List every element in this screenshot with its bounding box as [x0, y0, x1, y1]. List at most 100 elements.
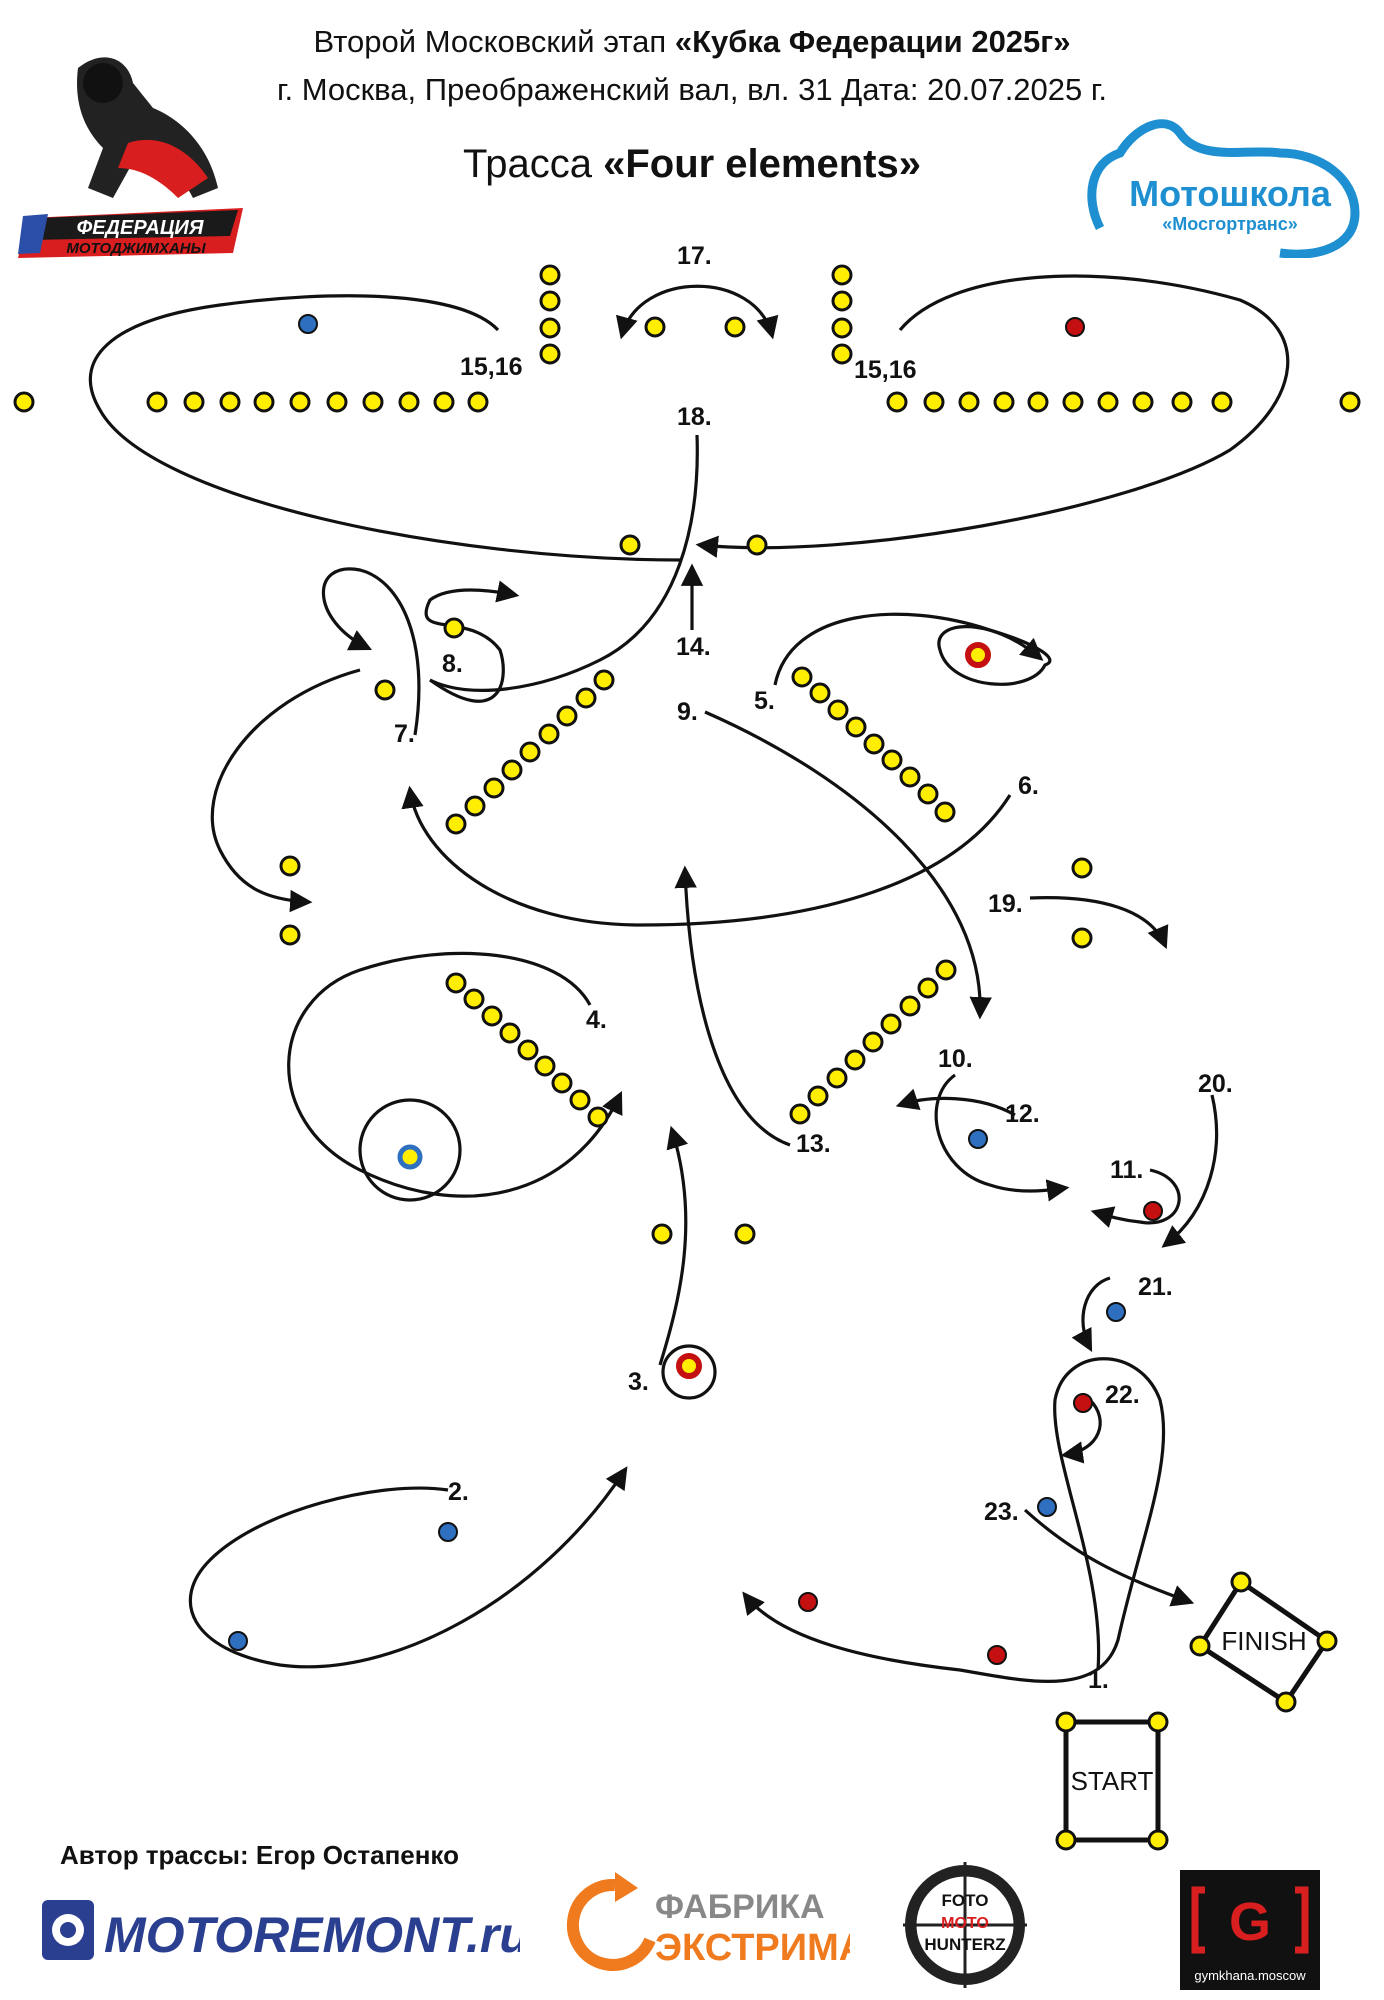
label-6: 6. — [1018, 772, 1039, 800]
cone-yellow — [146, 391, 168, 413]
cone-yellow — [844, 1049, 866, 1071]
label-11: 11. — [1110, 1156, 1143, 1184]
track-name-plain: Трасса — [463, 142, 604, 186]
cone-yellow — [539, 264, 561, 286]
cone-yellow — [1027, 391, 1049, 413]
cone-yellow — [445, 813, 467, 835]
start-label: START — [1071, 1766, 1154, 1796]
sponsor-motoremont-text: MOTOREMONT.ru — [104, 1907, 520, 1963]
label-19: 19. — [988, 890, 1023, 918]
sponsor-foto-line1: FOTO — [942, 1891, 989, 1910]
route-labels: 1. 2. 3. 4. 5. 6. 7. 8. 9. 10. 11. 12. 1… — [394, 242, 1233, 1694]
cone-yellow — [551, 1072, 573, 1094]
cone-blue — [298, 314, 318, 334]
cone-yellow — [1055, 1711, 1077, 1733]
cone-yellow — [935, 959, 957, 981]
cone-yellow — [789, 1103, 811, 1125]
red-cones — [661, 317, 1163, 1665]
cone-yellow — [593, 669, 615, 691]
route-13 — [674, 865, 791, 1147]
cone-yellow — [279, 924, 301, 946]
route-21 — [1071, 1276, 1111, 1352]
route-15-16-left-loop — [88, 294, 681, 562]
label-18: 18. — [677, 403, 712, 431]
cone-yellow — [826, 1067, 848, 1089]
label-13: 13. — [796, 1130, 831, 1158]
cone-blue — [1037, 1497, 1057, 1517]
label-17: 17. — [677, 242, 712, 270]
route-17-arc — [616, 284, 779, 340]
sponsor-motoremont-logo: MOTOREMONT.ru — [42, 1900, 520, 1963]
cone-yellow — [881, 749, 903, 771]
label-21: 21. — [1138, 1273, 1173, 1301]
label-15-16-left: 15,16 — [460, 353, 523, 381]
cone-yellow — [917, 977, 939, 999]
route-4-loop — [287, 951, 623, 1198]
route-4-inner-loop — [358, 1098, 462, 1202]
cone-yellow — [619, 534, 641, 556]
federation-logo-text: ФЕДЕРАЦИЯ — [77, 217, 204, 239]
cone-yellow — [499, 1022, 521, 1044]
label-4: 4. — [586, 1006, 607, 1034]
cone-yellow — [483, 777, 505, 799]
finish-label: FINISH — [1221, 1626, 1306, 1656]
cone-yellow — [1071, 857, 1093, 879]
cone-yellow — [326, 391, 348, 413]
sponsor-fabrika-line1: ФАБРИКА — [655, 1888, 825, 1926]
cone-yellow — [464, 795, 486, 817]
cone-blue — [968, 1129, 988, 1149]
cone-yellow — [587, 1106, 609, 1128]
cone-yellow — [923, 391, 945, 413]
cone-yellow — [1171, 391, 1193, 413]
cone-yellow — [644, 316, 666, 338]
cone-yellow — [831, 317, 853, 339]
cone-yellow — [13, 391, 35, 413]
label-23: 23. — [984, 1498, 1019, 1526]
cone-yellow — [863, 733, 885, 755]
event-title-plain: Второй Московский этап — [313, 24, 675, 59]
label-12: 12. — [1005, 1100, 1040, 1128]
cone-yellow — [831, 290, 853, 312]
cone-yellow — [1147, 1711, 1169, 1733]
label-15-16-right: 15,16 — [854, 356, 917, 384]
cone-yellow — [1071, 927, 1093, 949]
cone-yellow — [501, 759, 523, 781]
cone-yellow — [724, 316, 746, 338]
route-7-loop — [321, 567, 421, 736]
finish-zone: FINISH — [1189, 1571, 1338, 1713]
label-1: 1. — [1088, 1666, 1109, 1694]
cone-yellow — [809, 682, 831, 704]
target-cone-blue-yellow — [397, 1144, 423, 1170]
cone-yellow — [279, 855, 301, 877]
sponsor-fabrika-line2: ЭКСТРИМА — [655, 1927, 850, 1969]
track-name: Трасса «Four elements» — [0, 142, 1384, 187]
sponsor-gymkhana-glyph: G — [1229, 1892, 1271, 1952]
target-cone-red-yellow — [676, 1353, 702, 1379]
cone-yellow — [219, 391, 241, 413]
cone-yellow — [1316, 1630, 1338, 1652]
cone-yellow — [253, 391, 275, 413]
cone-yellow — [958, 391, 980, 413]
track-author: Автор трассы: Егор Остапенко — [60, 1840, 459, 1870]
cone-yellow — [791, 666, 813, 688]
route-3-loop — [661, 1344, 717, 1400]
route-20 — [1161, 1094, 1219, 1248]
cone-yellow — [899, 766, 921, 788]
cone-red — [987, 1645, 1007, 1665]
route-6-arc — [401, 785, 1012, 927]
cone-yellow — [862, 1031, 884, 1053]
start-zone: START — [1055, 1711, 1169, 1851]
federation-logo-subtext: МОТОДЖИМХАНЫ — [66, 240, 206, 257]
route-15-16-right-loop — [695, 274, 1290, 558]
cone-yellow — [880, 1013, 902, 1035]
cone-yellow — [993, 391, 1015, 413]
route-23 — [1023, 1508, 1195, 1607]
cone-yellow — [746, 534, 768, 556]
sponsor-fotomotohunterz-logo: FOTO MOTO HUNTERZ — [903, 1862, 1027, 1988]
route-9 — [704, 710, 992, 1020]
motoschool-logo-text: Мотошкола — [1129, 173, 1332, 214]
label-22: 22. — [1105, 1381, 1140, 1409]
label-3: 3. — [628, 1368, 649, 1396]
cone-yellow — [556, 705, 578, 727]
